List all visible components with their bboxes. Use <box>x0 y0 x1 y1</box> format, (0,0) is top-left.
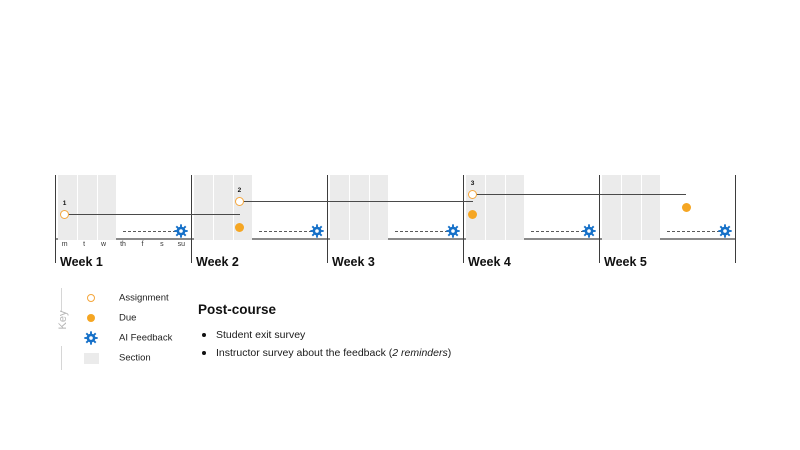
assignment-start-marker[interactable] <box>468 190 478 199</box>
post-course-panel: Post-course Student exit survey Instruct… <box>198 302 528 363</box>
section-day-separator <box>232 175 234 240</box>
legend-item-section: Section <box>83 348 203 368</box>
day-label-s: s <box>160 241 164 248</box>
day-label-f: f <box>141 241 144 248</box>
week-label-5: Week 5 <box>604 255 647 269</box>
due-marker[interactable] <box>235 223 245 232</box>
feedback-dash-line <box>259 231 318 232</box>
legend-item-ai-feedback: AI Feedback <box>83 328 203 348</box>
gear-icon[interactable] <box>582 224 596 238</box>
post-course-item: Instructor survey about the feedback (2 … <box>198 345 528 361</box>
assignment-start-marker[interactable] <box>60 210 70 219</box>
bullet-icon <box>202 351 206 355</box>
open-circle-icon <box>83 290 99 306</box>
week-separator <box>463 175 464 263</box>
gear-icon <box>83 330 99 346</box>
section-day-separator <box>504 175 506 240</box>
gear-icon[interactable] <box>310 224 324 238</box>
week-separator <box>327 175 328 263</box>
feedback-dash-line <box>395 231 454 232</box>
legend-label: Assignment <box>119 292 169 304</box>
post-course-item-tail: ) <box>447 347 452 359</box>
post-course-item-note: 2 reminders <box>392 347 448 359</box>
section-band <box>330 175 389 240</box>
assignment-number: 1 <box>62 200 67 207</box>
day-label-t: t <box>83 241 86 248</box>
post-course-item: Student exit survey <box>198 327 528 343</box>
due-marker[interactable] <box>681 203 691 212</box>
section-day-separator <box>368 175 370 240</box>
assignment-start-marker[interactable] <box>235 197 245 206</box>
gear-icon[interactable] <box>446 224 460 238</box>
section-band <box>58 175 117 240</box>
feedback-dash-line <box>531 231 590 232</box>
section-block-icon <box>83 350 99 366</box>
feedback-dash-line <box>667 231 726 232</box>
filled-circle-icon <box>83 310 99 326</box>
section-band <box>194 175 253 240</box>
feedback-dash-line <box>123 231 182 232</box>
week-separator <box>55 175 56 263</box>
section-band <box>466 175 525 240</box>
week-label-4: Week 4 <box>468 255 511 269</box>
week-label-3: Week 3 <box>332 255 375 269</box>
legend-item-due: Due <box>83 308 203 328</box>
section-day-separator <box>485 175 487 240</box>
section-day-separator <box>349 175 351 240</box>
week-separator <box>191 175 192 263</box>
assignment-number: 2 <box>237 187 242 194</box>
day-label-w: w <box>101 241 107 248</box>
section-day-separator <box>621 175 623 240</box>
assignment-number: 3 <box>470 180 475 187</box>
legend-label: Due <box>119 312 137 324</box>
bullet-icon <box>202 333 206 337</box>
assignment-track-line <box>239 201 473 203</box>
key-divider-top <box>61 288 62 312</box>
legend-item-assignment: Assignment <box>83 288 203 308</box>
week-separator-end <box>735 175 736 263</box>
section-day-separator <box>77 175 79 240</box>
gear-icon[interactable] <box>718 224 732 238</box>
day-label-th: th <box>120 241 126 248</box>
week-separator <box>599 175 600 263</box>
day-label-su: su <box>177 241 185 248</box>
post-course-item-text: Student exit survey <box>216 329 306 341</box>
day-label-m: m <box>61 241 68 248</box>
key-title: Key <box>57 310 69 330</box>
week-label-2: Week 2 <box>196 255 239 269</box>
due-marker[interactable] <box>468 210 478 219</box>
key-divider-bottom <box>61 346 62 370</box>
section-band <box>602 175 661 240</box>
section-day-separator <box>96 175 98 240</box>
gear-icon[interactable] <box>174 224 188 238</box>
section-day-separator <box>213 175 215 240</box>
week-label-1: Week 1 <box>60 255 103 269</box>
section-day-separator <box>640 175 642 240</box>
assignment-track-line <box>64 214 240 216</box>
legend-label: AI Feedback <box>119 332 173 344</box>
legend: Assignment Due <box>83 288 203 368</box>
timeline-axis <box>55 238 735 240</box>
legend-label: Section <box>119 352 151 364</box>
assignment-track-line <box>472 194 687 196</box>
post-course-heading: Post-course <box>198 302 277 317</box>
post-course-item-text: Instructor survey about the feedback ( <box>216 347 393 359</box>
key-panel: Key Assignment Due <box>50 288 200 370</box>
